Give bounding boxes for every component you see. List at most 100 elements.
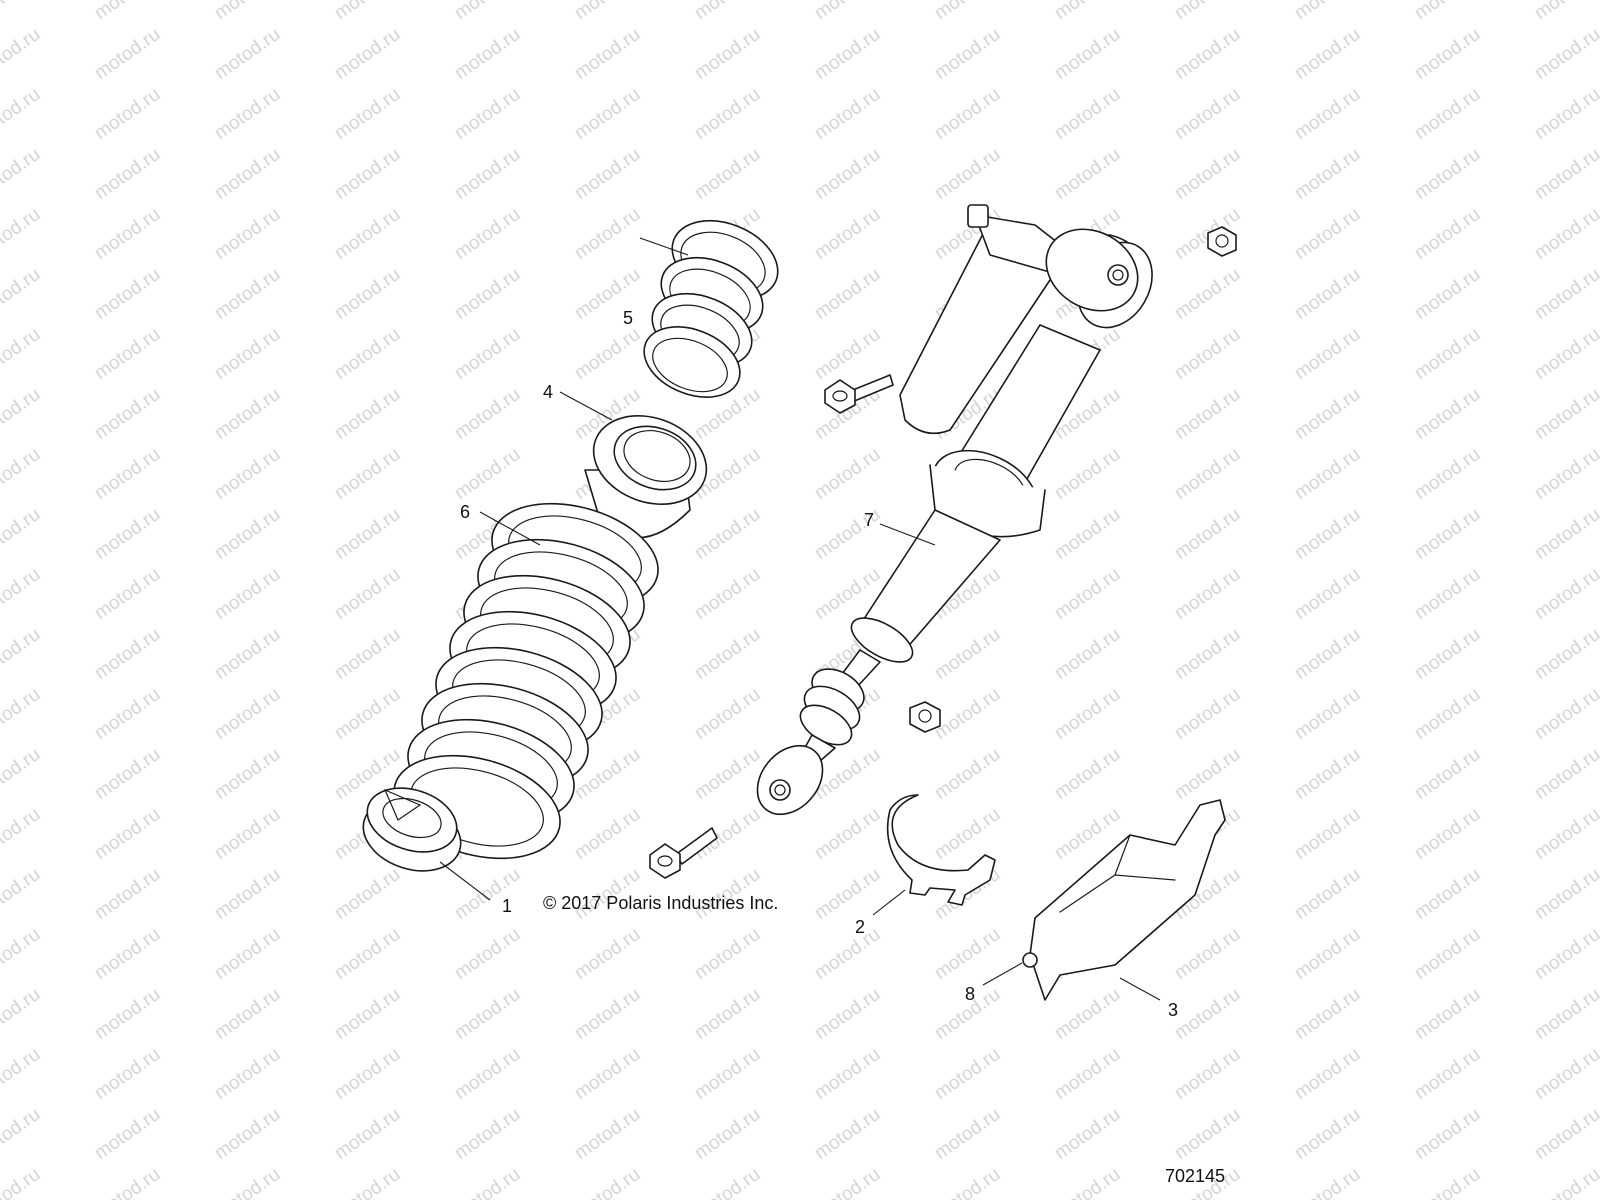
watermark-text: motod.ru: [1531, 144, 1600, 204]
watermark-text: motod.ru: [1171, 1104, 1244, 1164]
part-6-main-spring[interactable]: [382, 487, 669, 876]
watermark-text: motod.ru: [1171, 384, 1244, 444]
part-3-guard[interactable]: [1022, 799, 1226, 1001]
watermark-text: motod.ru: [691, 0, 764, 24]
watermark-text: motod.ru: [1411, 804, 1484, 864]
lower-bolt[interactable]: [649, 827, 718, 879]
watermark-text: motod.ru: [1171, 444, 1244, 504]
watermark-text: motod.ru: [451, 1044, 524, 1104]
watermark-text: motod.ru: [811, 204, 884, 264]
watermark-text: motod.ru: [571, 804, 644, 864]
watermark-text: motod.ru: [211, 444, 284, 504]
watermark-text: motod.ru: [931, 684, 1004, 744]
watermark-text: motod.ru: [1411, 624, 1484, 684]
upper-bolt[interactable]: [824, 374, 894, 414]
watermark-text: motod.ru: [1051, 744, 1124, 804]
watermark-text: motod.ru: [1531, 0, 1600, 24]
watermark-text: motod.ru: [331, 564, 404, 624]
watermark-text: motod.ru: [0, 804, 44, 864]
watermark-text: motod.ru: [91, 0, 164, 24]
watermark-text: motod.ru: [1051, 504, 1124, 564]
watermark-text: motod.ru: [1171, 84, 1244, 144]
watermark-text: motod.ru: [451, 324, 524, 384]
watermark-text: motod.ru: [811, 144, 884, 204]
watermark-text: motod.ru: [931, 744, 1004, 804]
watermark-text: motod.ru: [1171, 984, 1244, 1044]
watermark-text: motod.ru: [331, 624, 404, 684]
watermark-text: motod.ru: [691, 144, 764, 204]
watermark-text: motod.ru: [211, 24, 284, 84]
watermark-text: motod.ru: [331, 1104, 404, 1164]
watermark-text: motod.ru: [1531, 24, 1600, 84]
watermark-text: motod.ru: [451, 1164, 524, 1200]
watermark-text: motod.ru: [1171, 144, 1244, 204]
part-1-spring-seat[interactable]: [354, 777, 470, 883]
watermark-text: motod.ru: [331, 144, 404, 204]
watermark-text: motod.ru: [331, 24, 404, 84]
watermark-text: motod.ru: [451, 264, 524, 324]
watermark-text: motod.ru: [331, 1164, 404, 1200]
watermark-text: motod.ru: [691, 1164, 764, 1200]
part-2-bracket[interactable]: [886, 794, 996, 906]
watermark-text: motod.ru: [1531, 84, 1600, 144]
watermark-text: motod.ru: [211, 864, 284, 924]
callout-4: 4: [543, 382, 553, 402]
watermark-text: motod.ru: [451, 204, 524, 264]
watermark-text: motod.ru: [1171, 624, 1244, 684]
watermark-text: motod.ru: [451, 1104, 524, 1164]
watermark-text: motod.ru: [211, 1164, 284, 1200]
watermark-text: motod.ru: [811, 984, 884, 1044]
callout-8: 8: [965, 984, 975, 1004]
watermark-text: motod.ru: [931, 624, 1004, 684]
upper-nut[interactable]: [1207, 226, 1237, 257]
watermark-text: motod.ru: [1411, 984, 1484, 1044]
watermark-text: motod.ru: [91, 564, 164, 624]
watermark-text: motod.ru: [691, 564, 764, 624]
watermark-text: motod.ru: [211, 84, 284, 144]
watermark-text: motod.ru: [211, 144, 284, 204]
watermark-text: motod.ru: [1051, 1164, 1124, 1200]
watermark-text: motod.ru: [91, 24, 164, 84]
watermark-text: motod.ru: [931, 1044, 1004, 1104]
watermark-text: motod.ru: [1051, 1044, 1124, 1104]
watermark-text: motod.ru: [91, 864, 164, 924]
callout-5: 5: [623, 308, 633, 328]
watermark-text: motod.ru: [691, 504, 764, 564]
watermark-text: motod.ru: [451, 24, 524, 84]
watermark-text: motod.ru: [0, 504, 44, 564]
watermark-text: motod.ru: [1051, 684, 1124, 744]
watermark-text: motod.ru: [331, 204, 404, 264]
watermark-text: motod.ru: [1411, 504, 1484, 564]
callout-7: 7: [864, 510, 874, 530]
watermark-text: motod.ru: [91, 84, 164, 144]
part-7-shock-absorber[interactable]: [744, 204, 1167, 827]
watermark-text: motod.ru: [1291, 444, 1364, 504]
watermark-text: motod.ru: [91, 804, 164, 864]
watermark-text: motod.ru: [1171, 744, 1244, 804]
watermark-text: motod.ru: [1171, 264, 1244, 324]
watermark-text: motod.ru: [571, 1164, 644, 1200]
watermark-text: motod.ru: [1411, 1164, 1484, 1200]
watermark-text: motod.ru: [211, 504, 284, 564]
watermark-text: motod.ru: [571, 324, 644, 384]
watermark-text: motod.ru: [1051, 624, 1124, 684]
watermark-text: motod.ru: [1291, 24, 1364, 84]
lower-nut[interactable]: [909, 701, 941, 733]
watermark-text: motod.ru: [451, 984, 524, 1044]
watermark-text: motod.ru: [1531, 1044, 1600, 1104]
watermark-text: motod.ru: [1411, 744, 1484, 804]
watermark-text: motod.ru: [1411, 204, 1484, 264]
part-5-spring-retainer[interactable]: [634, 206, 790, 410]
watermark-text: motod.ru: [331, 0, 404, 24]
watermark-text: motod.ru: [1531, 684, 1600, 744]
watermark-text: motod.ru: [1411, 264, 1484, 324]
watermark-text: motod.ru: [811, 84, 884, 144]
watermark-text: motod.ru: [571, 984, 644, 1044]
watermark-text: motod.ru: [691, 1104, 764, 1164]
watermark-text: motod.ru: [0, 1104, 44, 1164]
watermark-text: motod.ru: [1411, 1044, 1484, 1104]
watermark-text: motod.ru: [1411, 864, 1484, 924]
watermark-text: motod.ru: [571, 264, 644, 324]
watermark-text: motod.ru: [91, 624, 164, 684]
watermark-text: motod.ru: [451, 384, 524, 444]
